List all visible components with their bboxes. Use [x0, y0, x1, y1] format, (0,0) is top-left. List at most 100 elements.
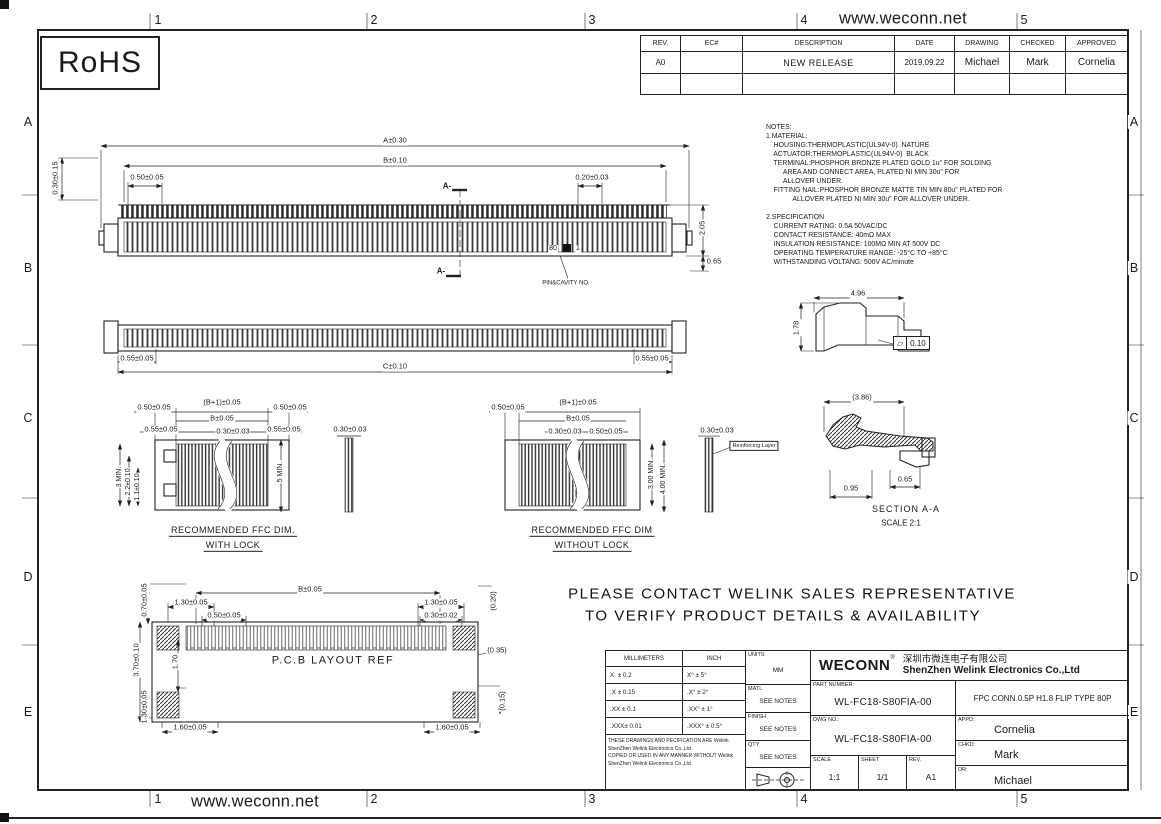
rev-cell-date: 2019.09.22: [895, 52, 955, 74]
checked-label: CHKD:: [958, 742, 976, 748]
finish-label: FINISH: [748, 714, 767, 720]
dim-label: B±0.05: [209, 413, 235, 424]
dim-label: 0.65: [896, 474, 914, 485]
tolerance-cell: X° ± 5°: [683, 667, 746, 684]
approved-cell: APPD: Cornelia: [956, 716, 1129, 741]
part-number-cell: PART NUMBER: WL-FC18-S80FIA-00: [811, 681, 956, 716]
rev-empty-cell: [895, 74, 955, 94]
tolerance-table-header: MILLIMETERS: [606, 651, 683, 667]
dim-label: 0.55±0.05: [143, 424, 179, 435]
rohs-mark: RoHS: [40, 36, 160, 90]
zone-row-label: C: [21, 411, 35, 425]
dwg-no-label: DWG NO.:: [813, 717, 840, 723]
dim-label: (B+1)±0.05: [202, 397, 242, 408]
dim-label: 1.60±0.05: [434, 722, 470, 733]
zone-col-label: 3: [586, 792, 598, 806]
rev-header-cell: EC#: [681, 36, 743, 52]
dim-label: 1.1±0.10: [133, 472, 143, 502]
dim-label: 0.65: [705, 256, 723, 267]
scale-cell: SCALE 1:1: [811, 756, 859, 791]
zone-row-label: E: [1127, 705, 1141, 719]
rev-header-cell: REV.: [641, 36, 681, 52]
part-number-value: WL-FC18-S80FIA-00: [834, 696, 932, 708]
rev-empty-cell: [955, 74, 1010, 94]
dim-label: 1.78: [791, 319, 802, 337]
dim-label: 3.70±0.10: [131, 642, 142, 678]
zone-row-label: C: [1127, 411, 1141, 425]
rev-empty-cell: [681, 74, 743, 94]
dim-label: A±0.30: [382, 135, 408, 146]
matl-cell: MATL SEE NOTES: [746, 685, 811, 713]
zone-col-label: 5: [1018, 792, 1030, 806]
zone-row-label: E: [21, 705, 35, 719]
finish-value: SEE NOTES: [759, 726, 797, 733]
scale-value: 1:1: [828, 771, 841, 782]
disclaimer-text: THESE DRAWINGS AND PECIFICATION ARE Weli…: [606, 735, 746, 791]
rev-cell-checked: Mark: [1010, 52, 1066, 74]
approved-value: Cornelia: [994, 724, 1035, 736]
dim-label: (B+1)±0.05: [558, 397, 598, 408]
dim-label: 3.00 MIN.: [647, 457, 657, 491]
website-bottom: www.weconn.net: [187, 792, 323, 812]
zone-col-label: 1: [152, 792, 164, 806]
rev-empty-cell: [1066, 74, 1127, 94]
dim-label: 0.30±0.03: [215, 426, 251, 437]
rev-cell: REV. A1: [907, 756, 956, 791]
matl-label: MATL: [748, 686, 763, 692]
sheet-cell: SHEET 1/1: [859, 756, 907, 791]
pin-number-label: 1: [575, 244, 581, 254]
zone-row-label: A: [21, 115, 35, 129]
dim-label: 1.30±0.05: [173, 597, 209, 608]
matl-value: SEE NOTES: [759, 698, 797, 705]
rev-cell-approved: Cornelia: [1066, 52, 1127, 74]
approved-label: APPD:: [958, 717, 975, 723]
pcb-ref-label: P.C.B LAYOUT REF: [271, 654, 395, 667]
rev-empty-cell: [641, 74, 681, 94]
drawn-cell: DR: Michael: [956, 766, 1129, 791]
notes-block: NOTES: 1.MATERIAL: HOUSING:THERMOPLASTIC…: [766, 124, 1003, 266]
company-logo-cell: WECONN ® 深圳市微连电子有限公司 ShenZhen Welink Ele…: [811, 651, 1129, 681]
zone-row-label: D: [1127, 570, 1141, 584]
dim-label: 1.60±0.05: [172, 722, 208, 733]
qty-value: SEE NOTES: [759, 753, 797, 761]
notice-line: TO VERIFY PRODUCT DETAILS & AVAILABILITY: [585, 607, 981, 625]
drawn-label: DR:: [958, 767, 968, 773]
rev-header-cell: DESCRIPTION: [743, 36, 895, 52]
tolerance-cell: X. ± 0.2: [606, 667, 683, 684]
tolerance-cell: .XXX± 0.01: [606, 718, 683, 735]
qty-cell: QTY SEE NOTES: [746, 741, 811, 768]
zone-col-label: 2: [368, 792, 380, 806]
company-name-cn: 深圳市微连电子有限公司: [902, 653, 1008, 665]
dim-label: 0.50±0.05: [136, 402, 172, 413]
dim-label: 0.30±0.02: [423, 610, 459, 621]
section-caption: SECTION A-A: [871, 503, 941, 514]
projection-cell: [746, 768, 811, 791]
checked-value: Mark: [994, 749, 1019, 761]
part-description-cell: FPC CONN 0.5P H1.8 FLIP TYPE 80P: [956, 681, 1129, 716]
rev-label: REV.: [909, 757, 922, 763]
dim-label: 0.50±0.05: [272, 402, 308, 413]
third-angle-projection-icon: [752, 770, 804, 789]
zone-col-label: 1: [152, 13, 164, 27]
dwg-no-value: WL-FC18-S80FIA-00: [834, 734, 932, 745]
tolerance-symbol: ▱: [894, 337, 908, 349]
rev-header-cell: CHECKED: [1010, 36, 1066, 52]
dim-label: 2.2±0.10: [124, 467, 134, 497]
dim-label: 0.50±0.05: [588, 426, 624, 437]
dim-label: 1.70: [170, 653, 181, 671]
dim-label: 0.30±0.03: [332, 424, 368, 435]
zone-col-label: 2: [368, 13, 380, 27]
tolerance-cell: .XX ± 0.1: [606, 701, 683, 718]
dim-label: (0.20): [488, 590, 499, 612]
zone-row-label: A: [1127, 115, 1141, 129]
dim-label: 0.50±0.05: [206, 610, 242, 621]
ffc-lock-caption: RECOMMENDED FFC DIM.: [169, 525, 297, 538]
sheet-label: SHEET: [861, 757, 880, 763]
zone-col-label: 5: [1018, 13, 1030, 27]
dim-label: B±0.05: [565, 413, 591, 424]
dim-label: B±0.10: [382, 155, 408, 166]
registered-mark-icon: ®: [890, 655, 895, 661]
dim-label: 0.30±0.15: [50, 160, 61, 196]
dim-label: 1.30±0.05: [139, 689, 150, 725]
